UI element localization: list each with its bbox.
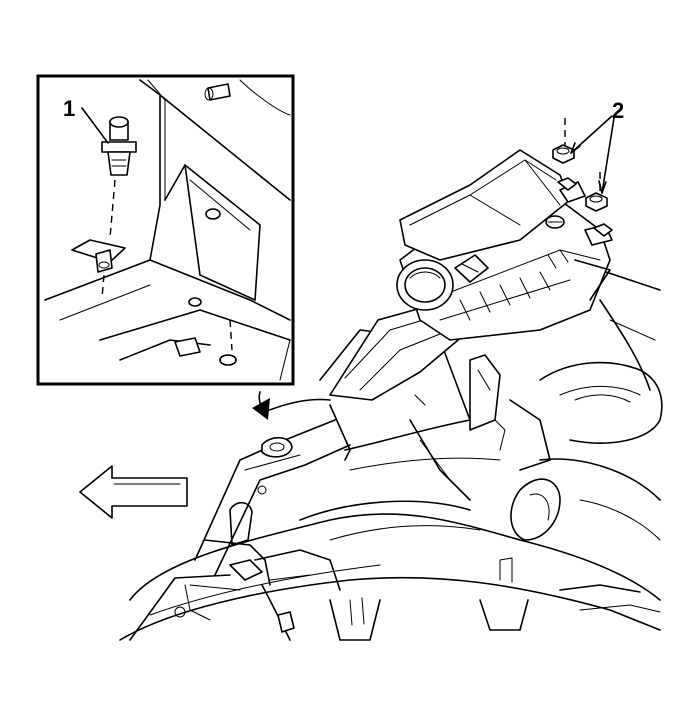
detail-view-arrow-icon	[252, 392, 330, 420]
detail-inset	[38, 76, 293, 384]
air-cleaner-assembly	[330, 150, 612, 400]
callout-1: 1	[63, 96, 76, 121]
nut-upper	[553, 145, 574, 163]
clip-nut	[72, 240, 125, 272]
callout-2: 2	[612, 98, 625, 123]
vehicle-body-structure	[120, 270, 662, 640]
push-pin-fastener	[102, 117, 136, 175]
nut-fasteners	[553, 116, 614, 236]
forward-direction-arrow-icon	[80, 466, 187, 518]
nut-lower	[586, 193, 607, 211]
